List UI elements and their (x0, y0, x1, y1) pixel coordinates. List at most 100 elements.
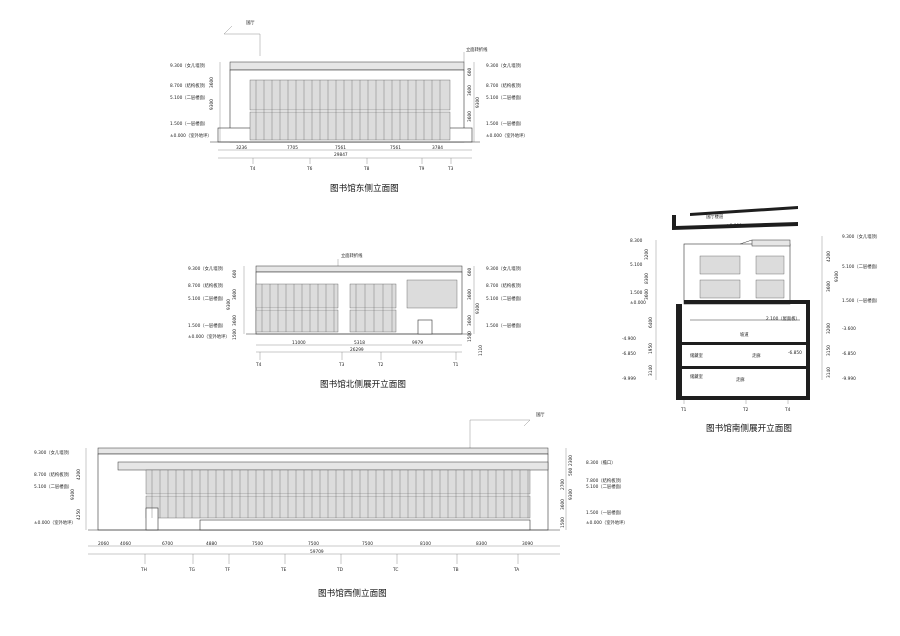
west-hdim-2: 6700 (162, 541, 173, 547)
south-level-r-4: -6.850 (842, 351, 856, 357)
east-hdim-2: 7561 (335, 145, 346, 151)
east-vdim-r-1: 3600 (467, 85, 473, 96)
west-vdim-r-0: 2700 (560, 479, 566, 490)
south-title: 图书馆南侧展开立面图 (706, 422, 792, 434)
east-hdim-1: 7705 (287, 145, 298, 151)
north-total: 26299 (350, 347, 364, 353)
south-hall-corridor: 国厅楼道 (706, 213, 724, 220)
south-level-l-3: -4.900 (622, 336, 636, 342)
south-dim-r-2: 9300 (834, 271, 840, 282)
west-level-second-r: 5.100（二层楼面） (586, 483, 624, 490)
west-title: 图书馆西侧立面图 (318, 587, 387, 599)
west-hdim-8: 8300 (476, 541, 487, 547)
north-elevation: 立面转折线 9.300（女儿墙顶） 8.700（结构板顶） 5.100（二层楼面… (188, 252, 524, 390)
west-level-eave: 8.300（檐口） (586, 459, 616, 466)
east-level-second-r: 5.100（二层楼面） (486, 94, 524, 101)
west-level-structure-r: 7.800（结构板顶） (586, 477, 624, 484)
west-total: 59709 (310, 549, 324, 555)
east-hdim-4: 3784 (432, 145, 443, 151)
east-axis-2: T8 (363, 166, 370, 172)
south-small-3: 2.100（屋面板） (766, 315, 800, 322)
south-dim-l-3: 1950 (648, 343, 654, 354)
south-level-r-0: 9.300（女儿墙顶） (842, 233, 880, 240)
west-vdim-r-5: 2300 (568, 455, 574, 466)
north-axis-0: T4 (255, 362, 262, 368)
north-vdim-r-3: 1500 (467, 331, 473, 342)
east-vdim-r-total: 9300 (475, 97, 481, 108)
north-vdim-l-0: 600 (232, 270, 238, 278)
hall-tag: 国厅 (246, 20, 255, 26)
north-vdim-l-1: 3600 (232, 289, 238, 300)
north-level-second-r: 5.100（二层楼面） (486, 295, 524, 302)
north-vdim-r-2: 3600 (467, 315, 473, 326)
north-level-first-r: 1.500（一层楼面） (486, 322, 524, 329)
north-title: 图书馆北侧展开立面图 (320, 378, 406, 390)
north-vdim-l-total: 9300 (226, 299, 232, 310)
east-level-parapet-r: 9.300（女儿墙顶） (486, 62, 524, 69)
east-hdim-0: 3236 (236, 145, 247, 151)
west-hall-tag: 国厅 (536, 412, 545, 418)
south-axis-2: T4 (784, 407, 791, 413)
west-vdim-l-0: 4200 (76, 469, 82, 480)
north-vdim-l-3: 1500 (232, 329, 238, 340)
west-hdim-1: 4060 (120, 541, 131, 547)
south-level-r-2: 1.500（一层楼面） (842, 297, 880, 304)
north-axis-3: T1 (452, 362, 459, 368)
south-dim-l-5: 8300 (644, 273, 650, 284)
north-level-parapet: 9.300（女儿墙顶） (188, 265, 226, 272)
east-axis-3: T9 (418, 166, 425, 172)
south-level-r-3: -3.600 (842, 326, 856, 332)
west-axis-2: TF (224, 567, 231, 573)
south-elevation: 国厅楼道 坡道 储藏室 走廊 储藏室 走廊 ±0.000 -6.850 2.10… (622, 206, 880, 434)
north-vdim-r-0: 600 (467, 268, 473, 276)
west-axis-3: TE (280, 567, 287, 573)
south-corridor-1: 走廊 (752, 352, 761, 359)
south-dim-r-1: 3600 (826, 281, 832, 292)
south-level-l-0: 8.300 (630, 238, 643, 244)
north-hdim-1: 5318 (354, 340, 365, 346)
south-level-l-4: -6.850 (622, 351, 636, 357)
south-dim-r-5: 3140 (826, 367, 832, 378)
west-level-structure: 8.700（结构板顶） (34, 471, 72, 478)
north-axis-1: T3 (338, 362, 345, 368)
south-dim-r-3: 3150 (826, 345, 832, 356)
west-level-parapet: 9.300（女儿墙顶） (34, 449, 72, 456)
west-axis-1: TG (188, 567, 195, 573)
east-level-parapet: 9.300（女儿墙顶） (170, 62, 208, 69)
west-vdim-l-total: 9300 (70, 489, 76, 500)
west-hdim-4: 7500 (252, 541, 263, 547)
west-level-first-r: 1.500（一层楼面） (586, 509, 624, 516)
east-axis-1: T6 (306, 166, 313, 172)
west-elevation: 国厅 9.300（女儿墙顶） 8.700（结构板顶） 5.100（二层楼面） ±… (34, 412, 628, 599)
west-level-second: 5.100（二层楼面） (34, 483, 72, 490)
west-hdim-7: 8100 (420, 541, 431, 547)
north-vdim-l-2: 3600 (232, 315, 238, 326)
south-level-r-1: 5.100（二层楼面） (842, 263, 880, 270)
north-hdim-0: 11000 (292, 340, 306, 346)
east-axis-0: T4 (249, 166, 256, 172)
south-level-l-2: 1.500 (630, 290, 643, 296)
north-axis-2: T2 (377, 362, 384, 368)
east-level-second: 5.100（二层楼面） (170, 94, 208, 101)
west-axis-7: TA (513, 567, 519, 573)
south-dim-l-2: 6400 (648, 317, 654, 328)
east-vdim-l-1: 3600 (209, 77, 215, 88)
south-dim-l-4: 3140 (648, 365, 654, 376)
north-level-parapet-r: 9.300（女儿墙顶） (486, 265, 524, 272)
west-hdim-5: 7500 (308, 541, 319, 547)
north-level-structure-r: 8.700（结构板顶） (486, 282, 524, 289)
east-level-first-r: 1.500（一层楼面） (486, 120, 524, 127)
east-vdim-l-2: 9300 (209, 99, 215, 110)
east-elevation: 国厅 立面转折线 9.300（女儿墙顶） 8.700（结构板顶） 5.100（二… (170, 20, 528, 194)
west-vdim-l-1: 4250 (76, 509, 82, 520)
north-hdim-2: 9979 (412, 340, 423, 346)
north-level-structure: 8.700（结构板顶） (188, 282, 226, 289)
south-axis-0: T1 (680, 407, 687, 413)
north-level-second: 5.100（二层楼面） (188, 295, 226, 302)
west-hdim-3: 4880 (206, 541, 217, 547)
east-total: 29847 (334, 152, 348, 158)
south-level-l-6: ±0.000 (630, 300, 646, 306)
west-axis-6: TB (452, 567, 459, 573)
north-level-first: 1.500（一层楼面） (188, 322, 226, 329)
